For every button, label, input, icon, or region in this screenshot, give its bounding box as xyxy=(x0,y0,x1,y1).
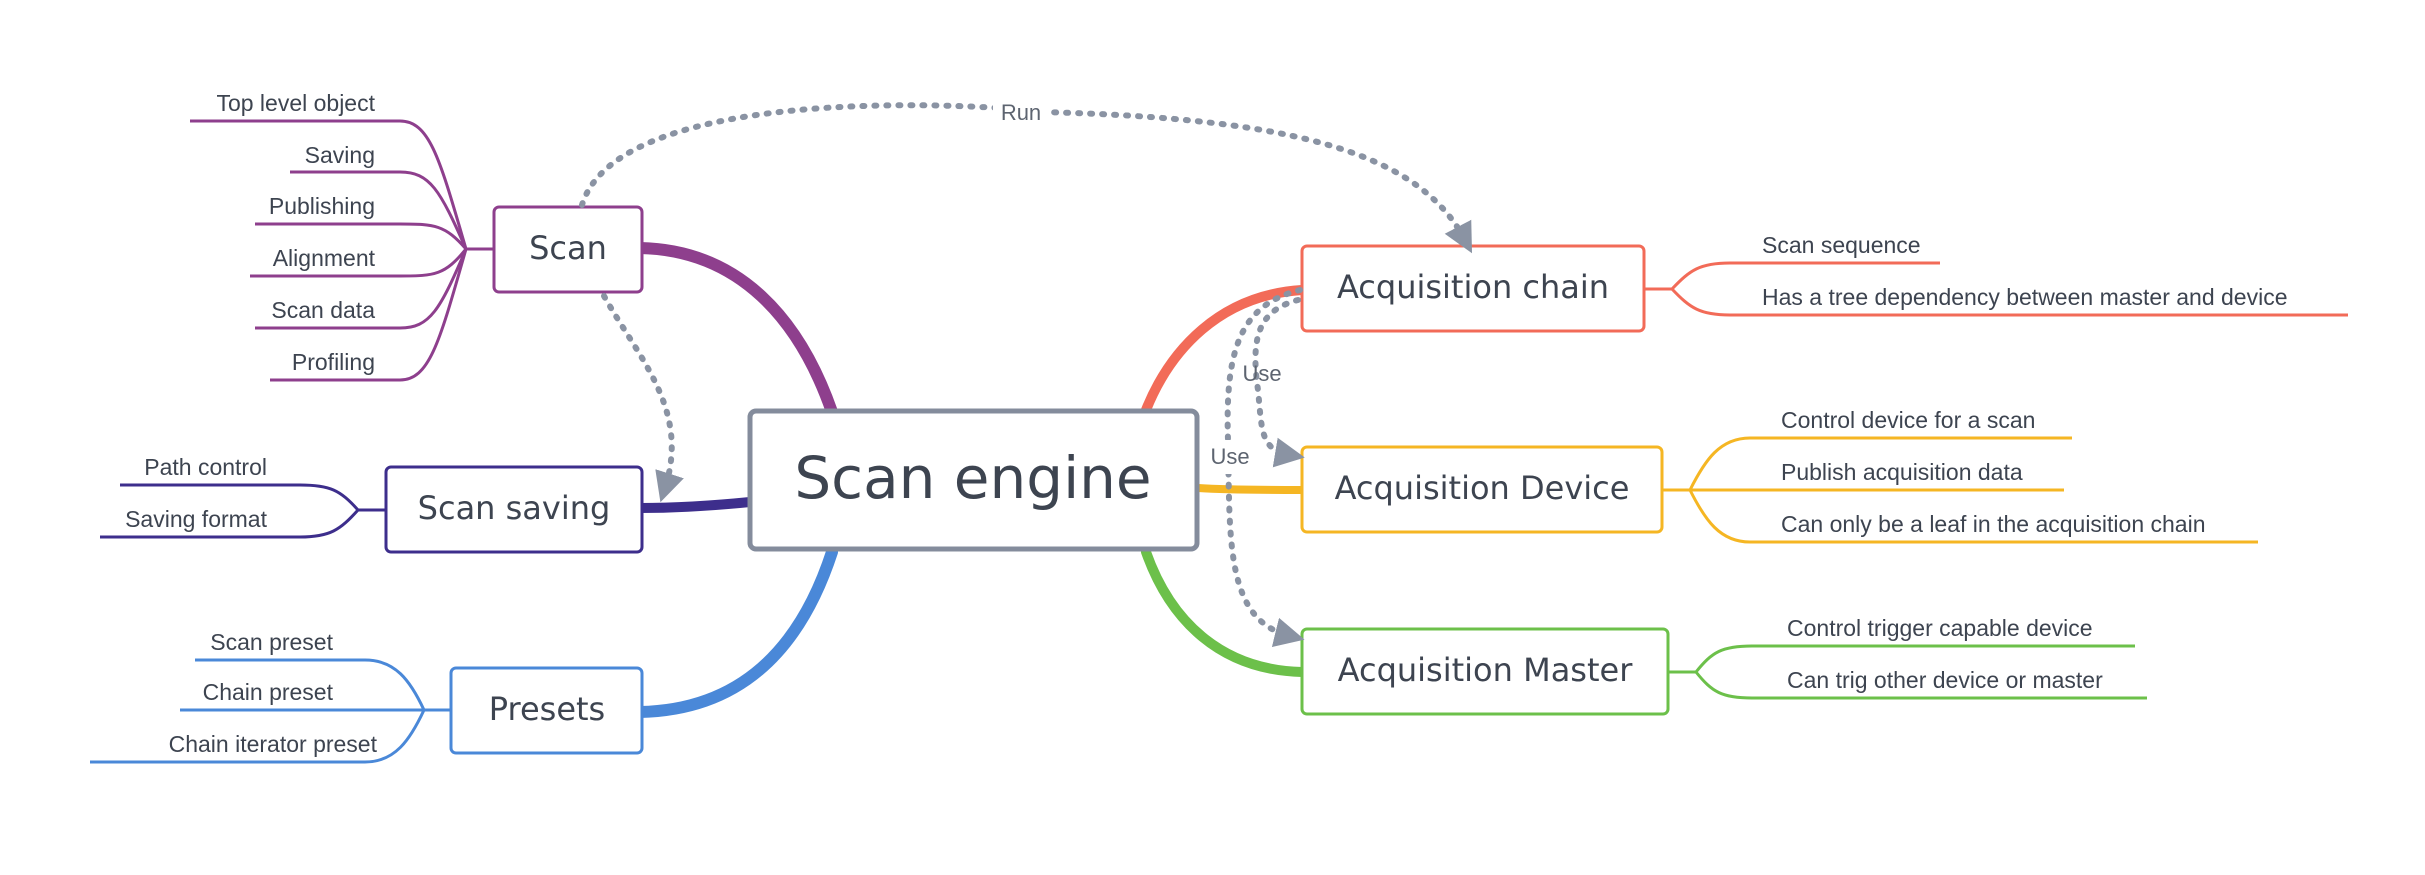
relationship-scan-to-scan-saving-arrow xyxy=(601,293,684,503)
connector-presets xyxy=(634,546,838,718)
leaf-label: Control trigger capable device xyxy=(1787,615,2093,641)
topic-scan-saving-label: Scan saving xyxy=(418,489,611,527)
leaf-label: Saving format xyxy=(125,506,268,532)
leaf-line xyxy=(1688,489,2258,544)
branch-acquisition-device: Acquisition Device Control device for a … xyxy=(1300,407,2258,544)
leaf-line xyxy=(1688,436,2072,491)
leaf-line xyxy=(270,248,468,382)
topic-presets-label: Presets xyxy=(489,690,605,728)
leaf-line xyxy=(250,248,468,278)
leaf-label: Top level object xyxy=(216,90,375,116)
topic-acquisition-chain-label: Acquisition chain xyxy=(1337,268,1609,306)
leaf-label: Scan data xyxy=(271,297,375,323)
leaf-label: Publish acquisition data xyxy=(1781,459,2023,485)
leaf-line xyxy=(1670,287,2348,317)
leaf-label: Can only be a leaf in the acquisition ch… xyxy=(1781,511,2206,537)
relationship-label-bg xyxy=(993,98,1049,128)
connector-scan-saving xyxy=(635,497,755,513)
connector-scan xyxy=(634,242,838,418)
connector-acquisition-master xyxy=(1141,547,1307,677)
leaf-label: Chain iterator preset xyxy=(169,731,378,757)
central-topic[interactable]: Scan engine xyxy=(747,408,1200,552)
leaf-line xyxy=(1670,261,1940,291)
connector-acquisition-device xyxy=(1194,484,1306,494)
relationship-use-label: Use xyxy=(1210,444,1249,469)
leaf-line xyxy=(290,170,468,250)
topic-scan-label: Scan xyxy=(529,229,607,267)
leaf-label: Profiling xyxy=(292,349,375,375)
relationship-use-device-arrow xyxy=(1252,297,1305,468)
topic-acquisition-master-label: Acquisition Master xyxy=(1338,651,1634,689)
leaf-label: Alignment xyxy=(273,245,376,271)
connector-acquisition-chain xyxy=(1141,285,1307,415)
relationship-use-label: Use xyxy=(1242,361,1281,386)
branch-scan-saving: Scan saving Path control Saving format xyxy=(100,454,644,554)
relationship-run-label: Run xyxy=(1001,100,1041,125)
leaf-label: Has a tree dependency between master and… xyxy=(1762,284,2288,310)
leaf-label: Path control xyxy=(144,454,267,480)
leaf-label: Can trig other device or master xyxy=(1787,667,2103,693)
leaf-label: Scan sequence xyxy=(1762,232,1921,258)
branch-acquisition-master: Acquisition Master Control trigger capab… xyxy=(1300,615,2147,716)
topic-acquisition-device-label: Acquisition Device xyxy=(1335,469,1630,507)
leaf-line xyxy=(90,709,426,764)
leaf-line xyxy=(255,222,468,250)
leaf-label: Publishing xyxy=(269,193,375,219)
leaf-line xyxy=(1694,644,2135,673)
branch-presets: Presets Scan preset Chain preset Chain i… xyxy=(90,629,644,764)
leaf-label: Chain preset xyxy=(203,679,334,705)
branch-scan: Scan Top level object Saving Publishing … xyxy=(190,90,644,382)
leaf-label: Scan preset xyxy=(210,629,333,655)
leaf-label: Control device for a scan xyxy=(1781,407,2035,433)
relationship-label-bg xyxy=(1206,440,1254,474)
leaf-line xyxy=(1694,671,2147,700)
leaf-line xyxy=(120,483,360,512)
branch-acquisition-chain: Acquisition chain Scan sequence Has a tr… xyxy=(1300,232,2348,333)
central-topic-label: Scan engine xyxy=(794,444,1151,512)
leaf-line xyxy=(255,248,468,330)
leaf-line xyxy=(190,119,468,250)
leaf-line xyxy=(195,658,426,711)
leaf-label: Saving xyxy=(305,142,375,168)
leaf-line xyxy=(100,508,360,539)
